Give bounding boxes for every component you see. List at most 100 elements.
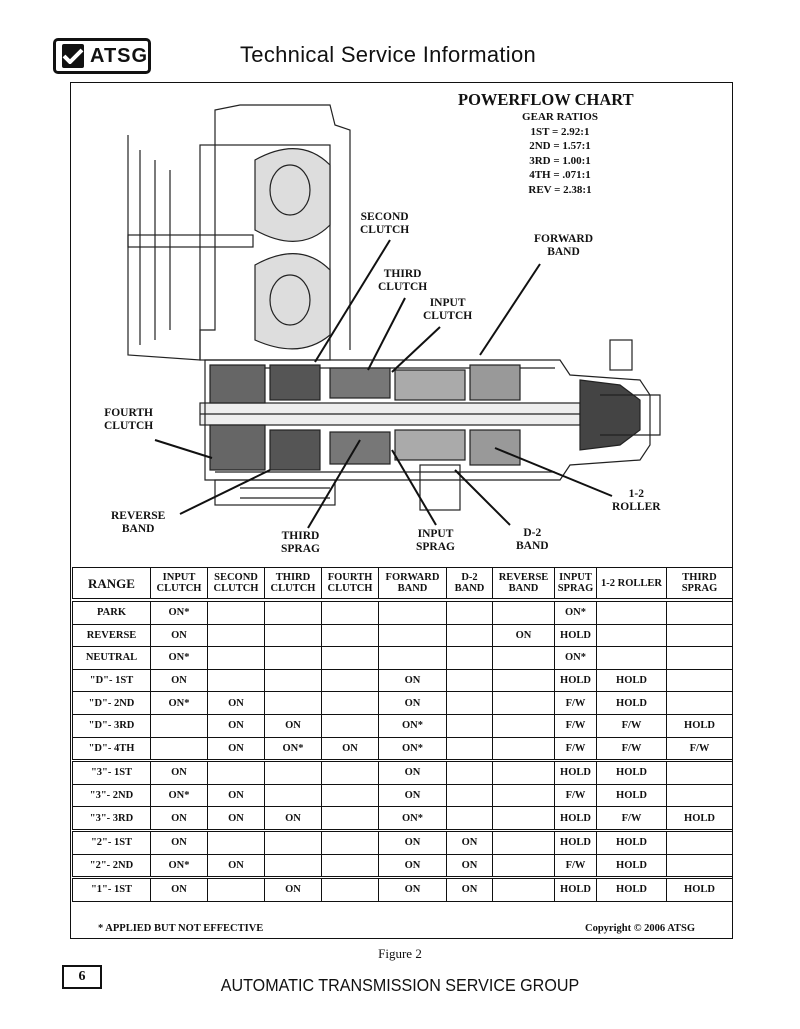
table-cell: HOLD <box>596 876 667 902</box>
callout-input-sprag: INPUT SPRAG <box>416 528 455 553</box>
table-cell: ON <box>150 876 208 902</box>
column-header: INPUT CLUTCH <box>150 567 208 601</box>
table-cell <box>207 828 265 855</box>
table-cell: ON <box>150 828 208 855</box>
table-cell: ON <box>446 828 493 855</box>
table-cell: ON <box>378 759 447 785</box>
atsg-logo: ATSG <box>53 38 151 74</box>
callout-forward-band: FORWARD BAND <box>534 233 594 258</box>
table-cell <box>150 713 208 738</box>
table-cell <box>321 828 379 855</box>
page-footer: AUTOMATIC TRANSMISSION SERVICE GROUP <box>220 975 580 995</box>
table-cell <box>446 713 493 738</box>
table-cell: ON <box>207 713 265 738</box>
table-cell <box>321 759 379 785</box>
table-cell: ON <box>378 691 447 715</box>
table-cell: HOLD <box>596 828 667 855</box>
table-cell: HOLD <box>596 691 667 715</box>
table-cell: ON <box>264 806 322 831</box>
callout-reverse-band: REVERSE BAND <box>111 510 166 535</box>
range-cell: "3"- 2ND <box>72 783 151 808</box>
table-cell: F/W <box>666 736 733 762</box>
table-cell: HOLD <box>596 783 667 808</box>
callout-input-clutch: INPUT CLUTCH <box>423 297 473 322</box>
table-cell <box>492 828 555 855</box>
table-cell: ON <box>378 783 447 808</box>
table-cell: ON <box>264 713 322 738</box>
table-cell: ON <box>321 736 379 762</box>
logo-text: ATSG <box>90 44 149 67</box>
table-cell: ON* <box>150 853 208 879</box>
table-cell: F/W <box>554 713 597 738</box>
table-cell <box>666 623 733 648</box>
powerflow-table: RANGE INPUT CLUTCH SECOND CLUTCH THIRD C… <box>72 567 733 902</box>
table-cell <box>446 736 493 762</box>
table-cell <box>264 623 322 648</box>
chart-title: POWERFLOW CHART <box>458 90 634 109</box>
table-cell: ON <box>492 623 555 648</box>
table-cell: HOLD <box>554 876 597 902</box>
table-cell <box>264 597 322 625</box>
table-cell <box>207 646 265 670</box>
table-cell <box>446 597 493 625</box>
range-cell: "D"- 3RD <box>72 713 151 738</box>
gear-ratio-2nd: 2ND = 1.57:1 <box>529 140 591 152</box>
column-header: FORWARD BAND <box>378 567 447 601</box>
callout-d2-band: D-2 BAND <box>516 527 549 552</box>
table-cell: ON* <box>264 736 322 762</box>
table-cell <box>378 646 447 670</box>
gear-ratio-rev: REV = 2.38:1 <box>528 183 592 196</box>
table-cell <box>321 623 379 648</box>
table-cell: F/W <box>554 853 597 879</box>
table-cell: ON <box>207 691 265 715</box>
table-cell <box>492 783 555 808</box>
gear-ratios-block: GEAR RATIOS 1ST = 2.92:1 2ND = 1.57:1 3R… <box>500 110 620 197</box>
range-cell: "D"- 2ND <box>72 691 151 715</box>
column-header: THIRD CLUTCH <box>264 567 322 601</box>
table-cell <box>378 623 447 648</box>
table-cell <box>264 828 322 855</box>
table-cell <box>207 876 265 902</box>
table-cell <box>264 668 322 693</box>
column-header: D-2 BAND <box>446 567 493 601</box>
column-header: RANGE <box>72 567 151 601</box>
table-cell: ON <box>378 853 447 879</box>
table-cell: ON* <box>554 646 597 670</box>
table-cell <box>264 853 322 879</box>
range-cell: "3"- 3RD <box>72 806 151 831</box>
table-cell <box>207 623 265 648</box>
table-cell: ON <box>378 876 447 902</box>
table-cell: ON* <box>150 783 208 808</box>
table-cell <box>596 597 667 625</box>
table-cell: F/W <box>596 806 667 831</box>
table-cell <box>596 646 667 670</box>
table-cell <box>446 623 493 648</box>
table-cell: ON <box>446 876 493 902</box>
table-cell <box>492 853 555 879</box>
table-cell <box>666 759 733 785</box>
table-cell <box>492 759 555 785</box>
table-cell <box>446 646 493 670</box>
callout-third-sprag: THIRD SPRAG <box>281 530 320 555</box>
column-header: REVERSE BAND <box>492 567 555 601</box>
table-cell <box>492 806 555 831</box>
table-cell <box>321 597 379 625</box>
callout-second-clutch: SECOND CLUTCH <box>360 211 410 236</box>
gear-ratio-4th: 4TH = .071:1 <box>529 169 591 181</box>
table-cell: HOLD <box>554 759 597 785</box>
table-cell: ON <box>207 853 265 879</box>
table-cell: F/W <box>596 736 667 762</box>
table-cell: F/W <box>554 691 597 715</box>
table-cell <box>264 759 322 785</box>
table-cell <box>492 668 555 693</box>
column-header: INPUT SPRAG <box>554 567 597 601</box>
table-cell: ON* <box>554 597 597 625</box>
table-cell <box>492 597 555 625</box>
table-cell <box>446 668 493 693</box>
range-cell: REVERSE <box>72 623 151 648</box>
